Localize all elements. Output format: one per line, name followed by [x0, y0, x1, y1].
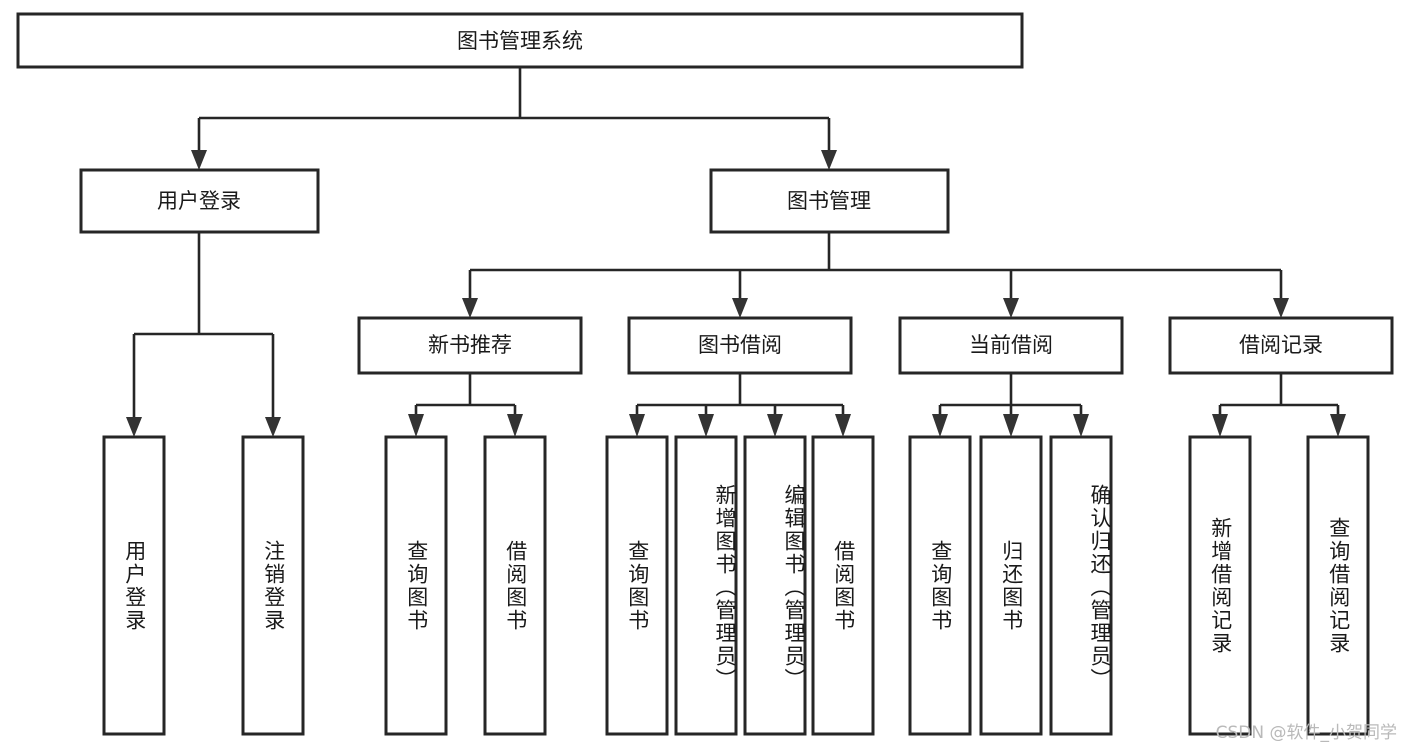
arrowhead-leaf-query-book-3: [932, 414, 948, 437]
node-current-borrow-box[interactable]: [898, 316, 1124, 375]
node-user-login-label: 用户登录: [157, 189, 241, 213]
arrowhead-leaf-borrow-book-2: [835, 414, 851, 437]
node-leaf-query-record-box[interactable]: [1306, 435, 1370, 736]
node-book-manage-label: 图书管理: [787, 189, 871, 213]
connector-group-book-borrow: [629, 373, 851, 437]
node-borrow-record-box[interactable]: [1168, 316, 1394, 375]
arrowhead-book-borrow: [732, 298, 748, 318]
connector-group-current-borrow: [932, 373, 1089, 437]
arrowhead-current-borrow: [1003, 298, 1019, 318]
arrowhead-leaf-confirm-return: [1073, 414, 1089, 437]
node-new-book-rec[interactable]: 新书推荐: [357, 316, 583, 375]
arrowhead-leaf-logout: [265, 417, 281, 437]
node-leaf-add-book-box[interactable]: [674, 435, 738, 736]
node-new-book-rec-label: 新书推荐: [428, 333, 512, 357]
node-leaf-return-book-box[interactable]: [979, 435, 1043, 736]
node-leaf-edit-book-box[interactable]: [743, 435, 807, 736]
node-leaf-query-book-2-box[interactable]: [605, 435, 669, 736]
arrowhead-book-manage: [821, 150, 837, 170]
arrowhead-leaf-add-book: [698, 414, 714, 437]
node-leaf-add-record-box[interactable]: [1188, 435, 1252, 736]
node-root-label: 图书管理系统: [457, 29, 583, 53]
connector-group-root: [191, 67, 837, 170]
node-leaf-query-book-3-box[interactable]: [908, 435, 972, 736]
node-book-manage[interactable]: 图书管理: [709, 168, 950, 234]
arrowhead-leaf-query-book-2: [629, 414, 645, 437]
node-root-box[interactable]: [16, 12, 1024, 69]
node-root[interactable]: 图书管理系统: [16, 12, 1024, 69]
node-book-manage-box[interactable]: [709, 168, 950, 234]
node-user-login-box[interactable]: [79, 168, 320, 234]
node-leaf-logout-box[interactable]: [241, 435, 305, 736]
arrowhead-borrow-record: [1273, 298, 1289, 318]
arrowhead-leaf-query-book-1: [408, 414, 424, 437]
arrowhead-user-login: [191, 150, 207, 170]
node-borrow-record-label: 借阅记录: [1239, 333, 1323, 357]
node-leaf-confirm-return-box[interactable]: [1049, 435, 1113, 736]
node-user-login[interactable]: 用户登录: [79, 168, 320, 234]
node-leaf-borrow-book-1-box[interactable]: [483, 435, 547, 736]
node-leaf-user-login-box[interactable]: [102, 435, 166, 736]
node-new-book-rec-box[interactable]: [357, 316, 583, 375]
arrowhead-leaf-borrow-book-1: [507, 414, 523, 437]
connector-group-borrow-record: [1212, 373, 1346, 437]
node-book-borrow-box[interactable]: [627, 316, 853, 375]
leaf-boxes: [102, 435, 1370, 736]
arrowhead-new-book-rec: [462, 298, 478, 318]
node-leaf-borrow-book-2-box[interactable]: [811, 435, 875, 736]
node-book-borrow[interactable]: 图书借阅: [627, 316, 853, 375]
connector-group-user-login: [126, 232, 281, 437]
arrowhead-leaf-add-record: [1212, 414, 1228, 437]
node-current-borrow-label: 当前借阅: [969, 333, 1053, 357]
connector-group-book-manage: [462, 232, 1289, 318]
arrowhead-leaf-edit-book: [767, 414, 783, 437]
node-borrow-record[interactable]: 借阅记录: [1168, 316, 1394, 375]
node-leaf-query-book-1-box[interactable]: [384, 435, 448, 736]
arrowhead-leaf-query-record: [1330, 414, 1346, 437]
connector-group-new-book-rec: [408, 373, 523, 437]
node-current-borrow[interactable]: 当前借阅: [898, 316, 1124, 375]
arrowhead-leaf-user-login: [126, 417, 142, 437]
node-book-borrow-label: 图书借阅: [698, 333, 782, 357]
arrowhead-leaf-return-book: [1003, 414, 1019, 437]
